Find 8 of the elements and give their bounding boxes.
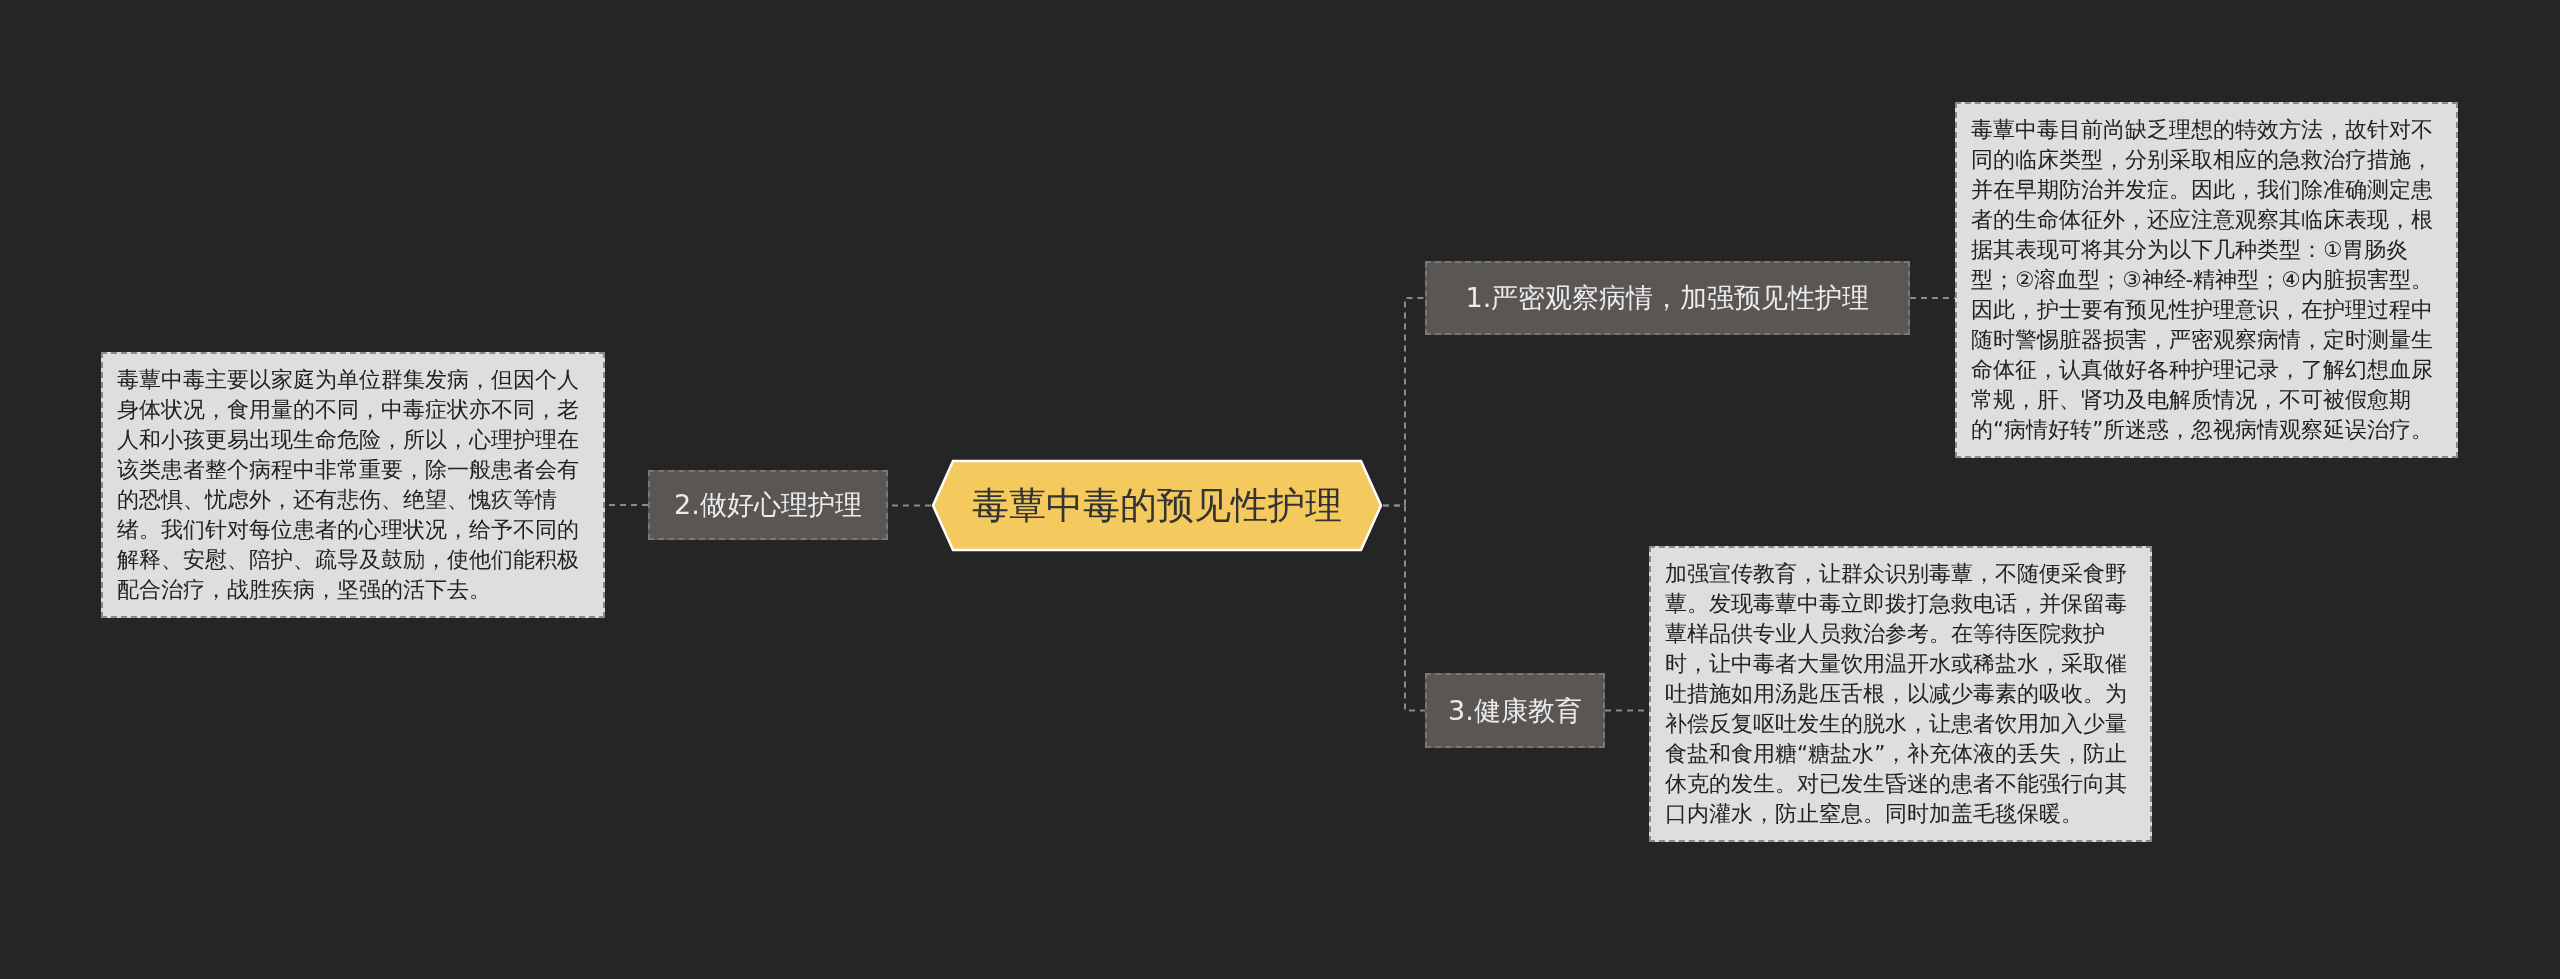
note-text-box: 毒蕈中毒主要以家庭为单位群集发病，但因个人身体状况，食用量的不同，中毒症状亦不同，老人和小孩更易出现生命危险，所以，心理护理在该类患者整个病程中非常重要，除一般患者会有的恐惧、忧虑外，还有悲伤、绝望、愧疚等情绪。我们针对每位患者的心理状况，给予不同的解释、安慰、陪护、疏导及鼓励，使他们能积极配合治疗，战胜疾病，坚强的活下去。 [101, 352, 605, 618]
branch-topic-box: 3.健康教育 [1425, 673, 1605, 748]
note-text-box: 毒蕈中毒目前尚缺乏理想的特效方法，故针对不同的临床类型，分别采取相应的急救治疗措施，并在早期防治并发症。因此，我们除准确测定患者的生命体征外，还应注意观察其临床表现，根据其表现可将其分为以下几种类型：①胃肠炎型；②溶血型；③神经-精神型；④内脏损害型。因此，护士要有预见性护理意识，在护理过程中随时警惕脏器损害，严密观察病情，定时测量生命体征，认真做好各种护理记录，了解幻想血尿常规，肝、肾功及电解质情况，不可被假愈期的“病情好转”所迷惑，忽视病情观察延误治疗。 [1955, 102, 2458, 458]
branch-topic-box: 2.做好心理护理 [648, 470, 888, 540]
note-text-box: 加强宣传教育，让群众识别毒蕈，不随便采食野蕈。发现毒蕈中毒立即拨打急救电话，并保留毒蕈样品供专业人员救治参考。在等待医院救护时，让中毒者大量饮用温开水或稀盐水，采取催吐措施如用汤匙压舌根，以减少毒素的吸收。为补偿反复呕吐发生的脱水，让患者饮用加入少量食盐和食用糖“糖盐水”，补充体液的丢失，防止休克的发生。对已发生昏迷的患者不能强行向其口内灌水，防止窒息。同时加盖毛毯保暖。 [1649, 546, 2152, 842]
connector-line [1382, 504, 1426, 712]
topic-title: 毒蕈中毒的预见性护理 [972, 482, 1342, 529]
branch-topic-box: 1.严密观察病情，加强预见性护理 [1425, 261, 1910, 335]
